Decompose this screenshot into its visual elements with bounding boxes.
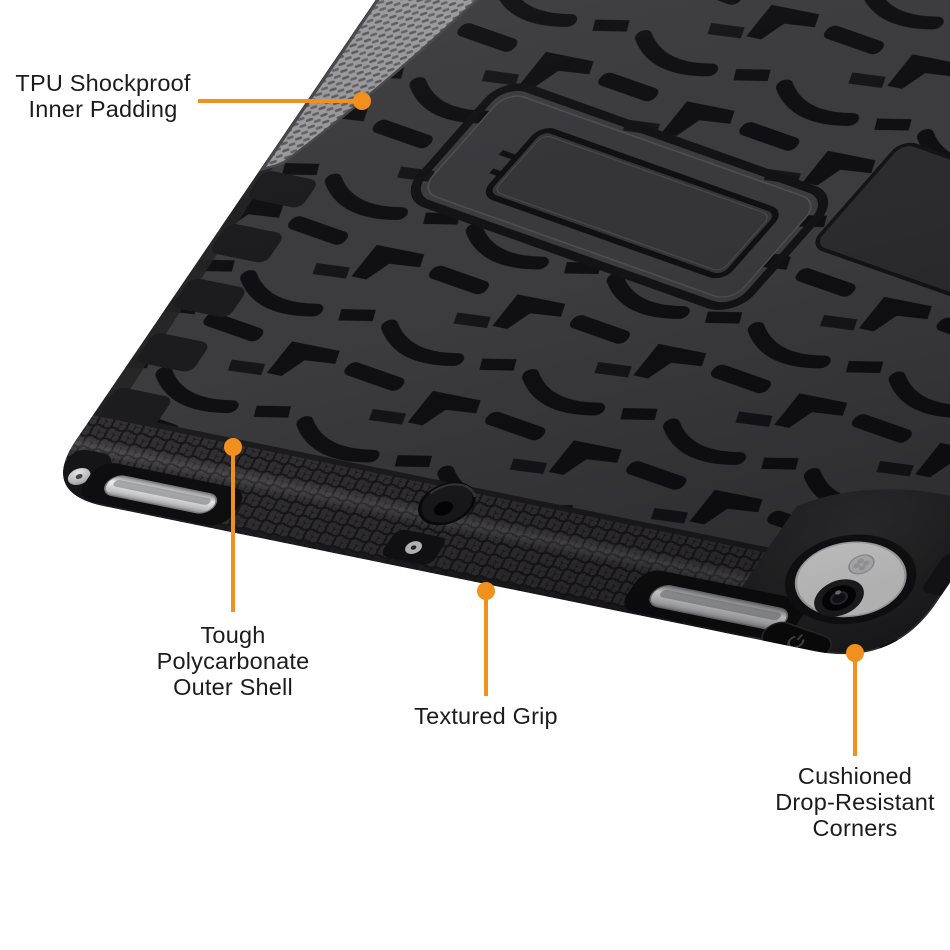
- tablet-case: [40, 0, 950, 668]
- leader-dot-textured-grip: [477, 582, 495, 600]
- annotation-outer-shell: Tough Polycarbonate Outer Shell: [123, 622, 343, 700]
- annotation-line: Cushioned: [797, 763, 913, 789]
- polycarbonate-back-shell: [40, 0, 950, 668]
- leader-line-outer-shell: [231, 455, 235, 612]
- annotation-corners: Cushioned Drop-Resistant Corners: [748, 763, 950, 841]
- leader-line-textured-grip: [484, 599, 488, 696]
- leader-line-corners: [853, 661, 857, 756]
- annotation-line: Tough: [200, 622, 266, 648]
- annotation-line: Textured Grip: [414, 703, 558, 729]
- annotation-line: Outer Shell: [173, 674, 293, 700]
- case-shading: [40, 0, 950, 668]
- annotation-line: TPU Shockproof: [15, 70, 191, 96]
- annotation-line: Corners: [812, 815, 898, 841]
- annotation-line: Drop-Resistant: [775, 789, 935, 815]
- leader-dot-outer-shell: [224, 438, 242, 456]
- leader-line-inner-padding: [198, 99, 356, 103]
- annotation-line: Inner Padding: [28, 96, 178, 122]
- annotation-textured-grip: Textured Grip: [386, 703, 586, 729]
- annotation-line: Polycarbonate: [156, 648, 310, 674]
- leader-dot-corners: [846, 644, 864, 662]
- leader-dot-inner-padding: [353, 92, 371, 110]
- annotation-inner-padding: TPU Shockproof Inner Padding: [14, 70, 192, 122]
